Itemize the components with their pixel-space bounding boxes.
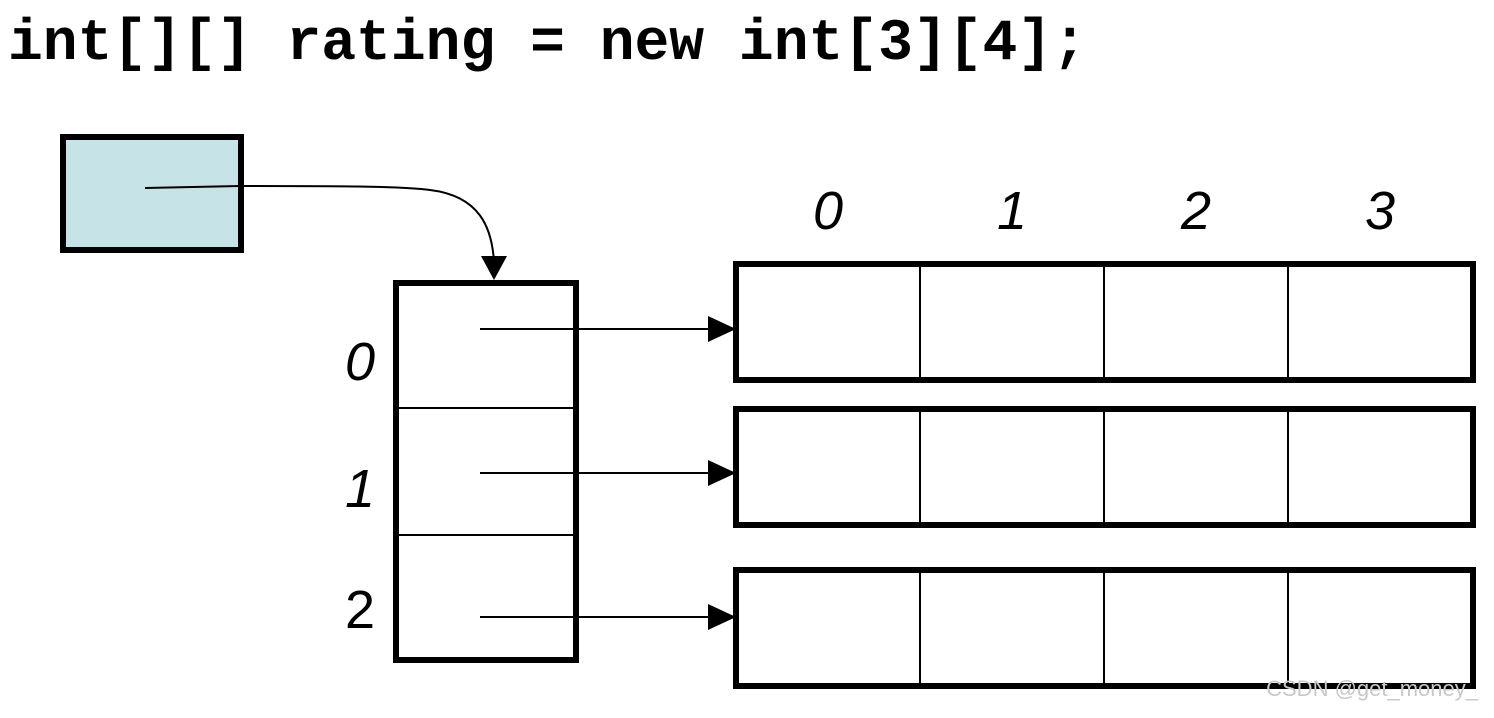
reference-arrow (144, 184, 495, 263)
inner-array-row-2 (733, 567, 1476, 689)
code-declaration: int[][] rating = new int[3][4]; (8, 12, 1087, 77)
watermark: CSDN @get_money_ (1266, 676, 1478, 701)
column-index-2: 2 (1180, 181, 1211, 241)
column-index-0: 0 (813, 181, 843, 241)
row-index-0: 0 (345, 332, 375, 392)
row-array-box (393, 280, 579, 663)
reference-variable-box (60, 134, 244, 253)
column-index-1: 1 (997, 181, 1027, 241)
row-index-1: 1 (345, 459, 375, 519)
column-index-3: 3 (1365, 181, 1395, 241)
row-1-arrowhead (708, 460, 736, 486)
inner-array-row-0 (733, 261, 1476, 383)
row-0-arrowhead (708, 316, 736, 342)
inner-array-row-1 (733, 406, 1476, 528)
row-index-2: 2 (345, 580, 375, 640)
row-2-arrowhead (708, 604, 736, 630)
reference-arrowhead (481, 256, 507, 280)
row-pointer-arrows (480, 316, 736, 630)
